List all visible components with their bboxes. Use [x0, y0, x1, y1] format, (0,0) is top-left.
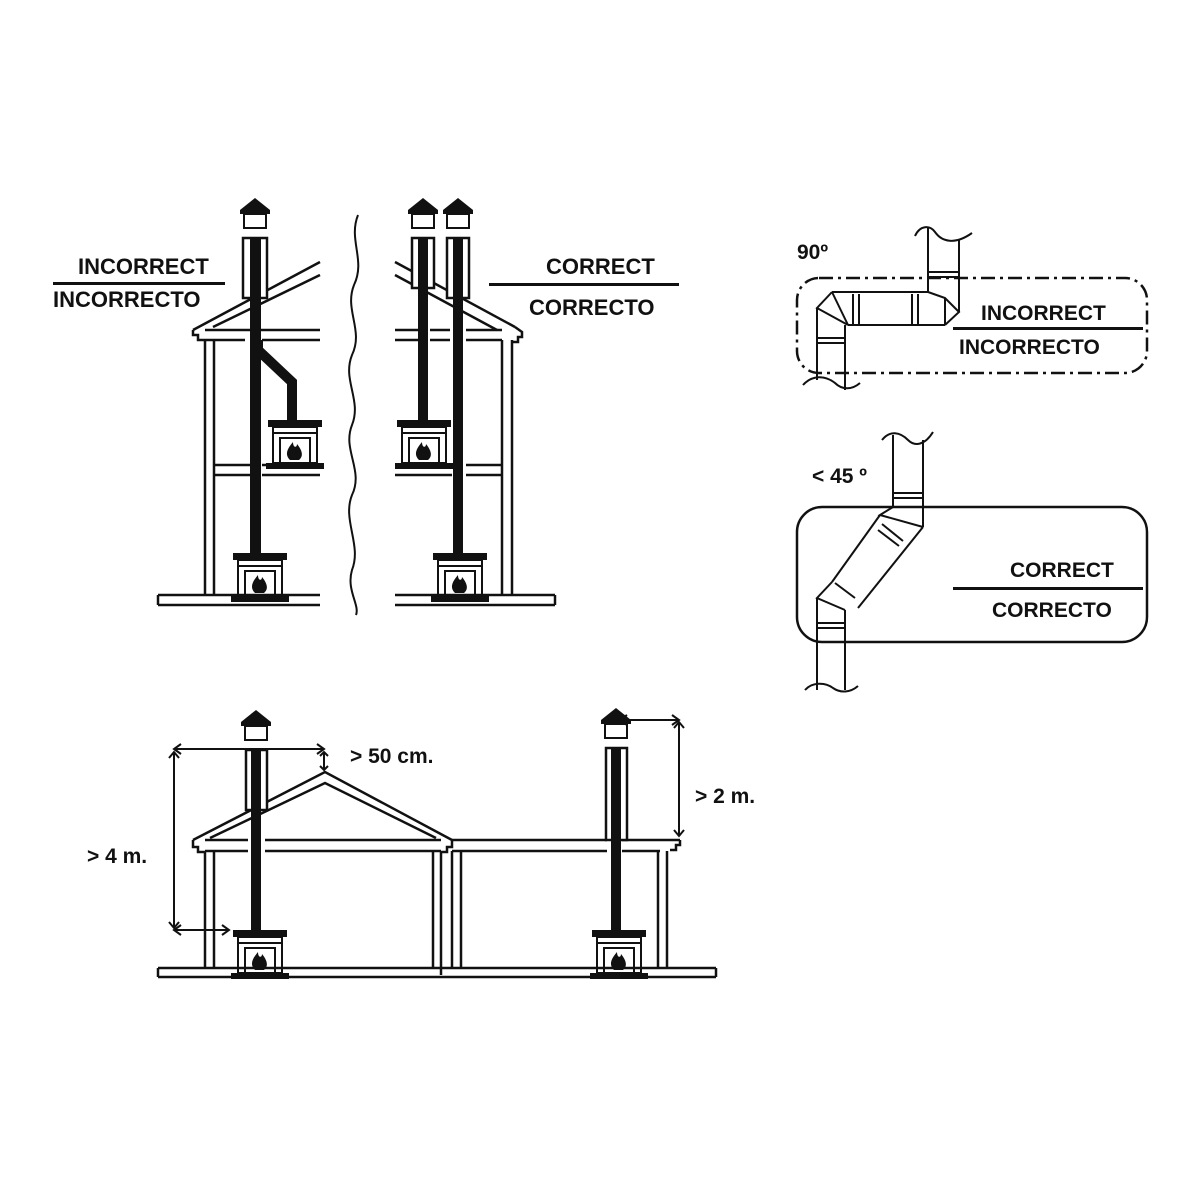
elbow-90-angle-label: 90º: [797, 241, 829, 264]
elbow-45-drawing: [795, 431, 1149, 693]
ridge-clearance-label: > 50 cm.: [350, 745, 434, 768]
elbow-90-label-en: INCORRECT: [981, 302, 1106, 325]
stove-incorrect-label-en: INCORRECT: [78, 254, 209, 279]
elbow-45-divider: [953, 587, 1143, 590]
stove-correct-divider: [489, 283, 679, 286]
elbow-45-angle-label: < 45 º: [812, 465, 867, 488]
stove-correct-label-en: CORRECT: [546, 254, 655, 279]
elbow-90-divider: [953, 327, 1143, 330]
total-height-label: > 4 m.: [87, 845, 148, 868]
roof-clearance-label: > 2 m.: [695, 785, 756, 808]
house-height-rules: [156, 770, 718, 979]
elbow-45-label-en: CORRECT: [1010, 559, 1114, 582]
elbow-45-label-es: CORRECTO: [992, 599, 1112, 622]
elbow-90-label-es: INCORRECTO: [959, 336, 1100, 359]
stove-incorrect-divider: [53, 282, 225, 285]
stove-incorrect-label-es: INCORRECTO: [53, 287, 201, 312]
elbow-90-drawing: [795, 226, 1149, 390]
stove-correct-label-es: CORRECTO: [529, 295, 655, 320]
dimension-arrows: [168, 714, 685, 936]
